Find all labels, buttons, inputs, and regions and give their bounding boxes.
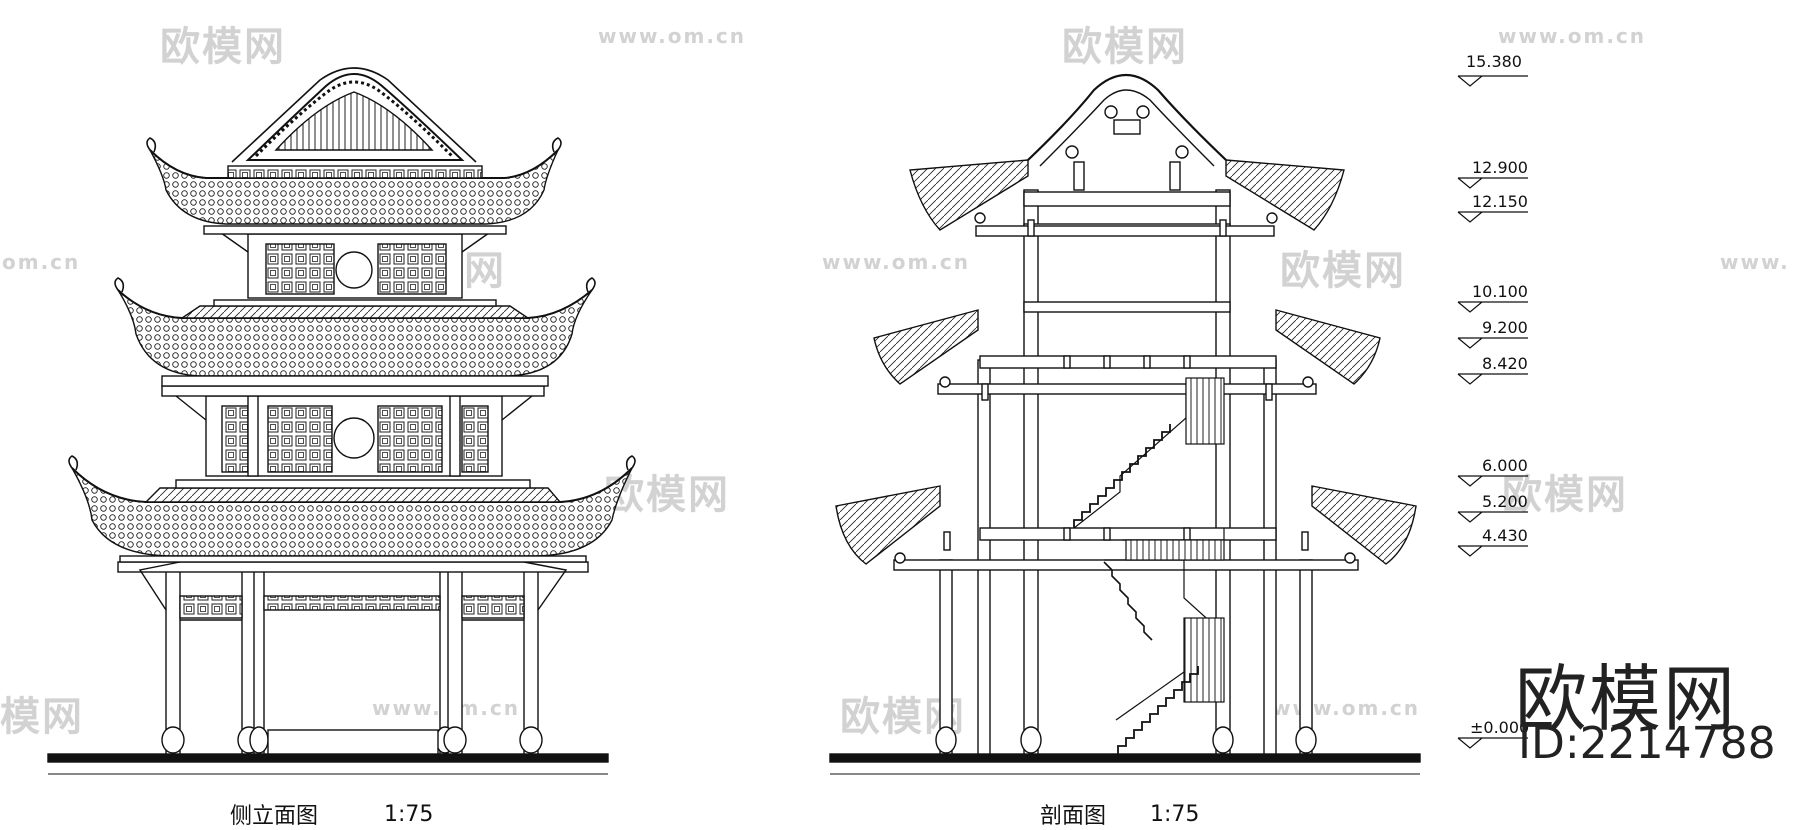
model-id: ID:2214788: [1518, 718, 1776, 769]
level-marker: [1457, 337, 1528, 349]
ground-line: [829, 753, 1421, 763]
level-label: 12.150: [1472, 192, 1528, 211]
level-marker: [1457, 545, 1528, 557]
watermark-url: www.om.cn: [1272, 696, 1421, 720]
section-roofs: [835, 74, 1417, 565]
level-label: 4.430: [1482, 526, 1528, 545]
level-marker: [1457, 511, 1528, 523]
level-marker: [1457, 75, 1528, 87]
left-drawing-scale: 1:75: [384, 802, 434, 827]
level-marker: [1457, 301, 1528, 313]
level-label: 5.200: [1482, 492, 1528, 511]
watermark-url-prefix: www.: [1720, 250, 1790, 274]
brand-stamp: 欧模网: [1515, 657, 1738, 741]
level-label: 6.000: [1482, 456, 1528, 475]
right-drawing-title: 剖面图: [1040, 804, 1107, 829]
level-marker: [1457, 373, 1528, 385]
watermark-brand: 欧模网: [160, 24, 286, 70]
watermark-url: www.om.cn: [822, 250, 971, 274]
staircase: [1073, 377, 1225, 754]
level-marker: [1457, 475, 1528, 487]
watermark-brand-fragment: 模网: [0, 694, 84, 740]
level-label: 10.100: [1472, 282, 1528, 301]
level-marker: [1457, 211, 1528, 223]
side-elevation: [47, 67, 636, 775]
watermark-brand: 欧模网: [1062, 24, 1188, 70]
watermark-url: www.om.cn: [598, 24, 747, 48]
ground-columns: [161, 569, 543, 755]
lower-roof: [68, 455, 636, 563]
level-label: ±0.000: [1470, 718, 1530, 737]
level-markers: [1457, 75, 1528, 749]
middle-roof: [114, 277, 596, 387]
level-marker: [1457, 177, 1528, 189]
left-drawing-title: 侧立面图: [230, 804, 319, 829]
ground-line: [47, 753, 609, 763]
section-drawing: [829, 74, 1421, 775]
level-marker: [1457, 737, 1528, 749]
level-label: 9.200: [1482, 318, 1528, 337]
watermark-url-fragment: om.cn: [2, 250, 81, 274]
level-label: 12.900: [1472, 158, 1528, 177]
watermark-brand: 欧模网: [1502, 472, 1628, 518]
watermark-brand: 欧模网: [1280, 248, 1406, 294]
watermark-url: www.om.cn: [1498, 24, 1647, 48]
level-label: 8.420: [1482, 354, 1528, 373]
level-label: 15.380: [1466, 52, 1522, 71]
top-roof: [146, 67, 562, 225]
right-drawing-scale: 1:75: [1150, 802, 1200, 827]
